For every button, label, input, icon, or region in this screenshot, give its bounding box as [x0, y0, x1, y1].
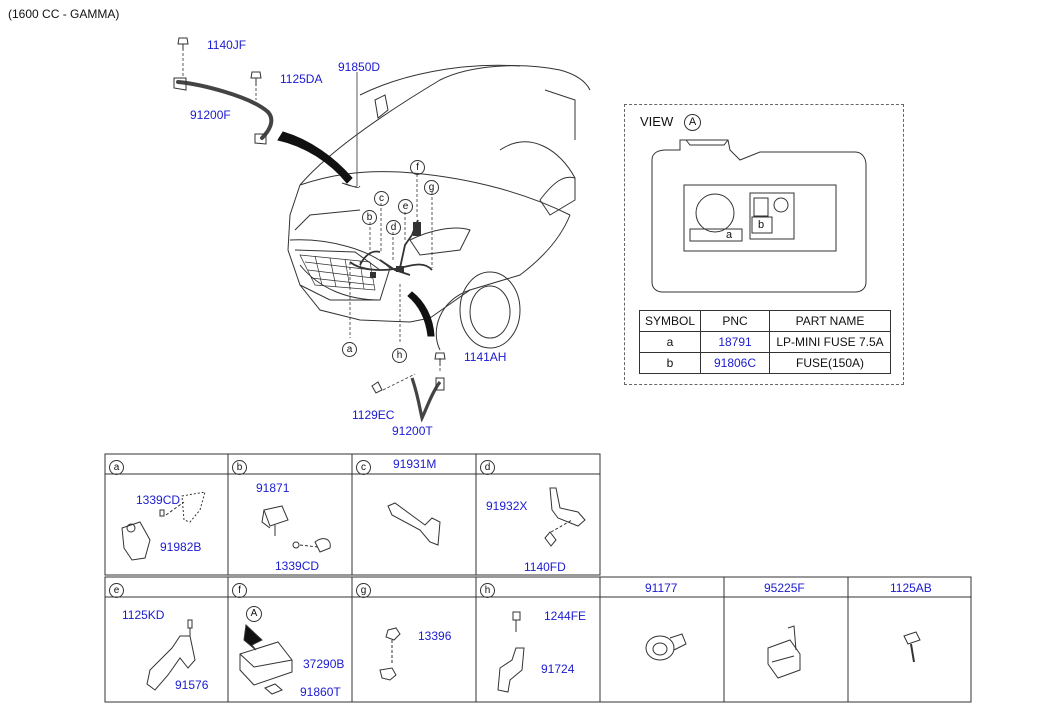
part-label-1140jf[interactable]: 1140JF	[207, 38, 247, 52]
callout-h-letter: h	[392, 348, 407, 363]
grid-letter-c: c	[356, 460, 371, 475]
part-label-95225f[interactable]: 95225F	[764, 581, 805, 595]
callout-c[interactable]: c	[374, 188, 389, 206]
part-label-91850d[interactable]: 91850D	[338, 60, 381, 74]
view-a-panel	[624, 104, 904, 385]
grid-cell-g-letter: g	[356, 580, 371, 598]
callout-e-letter: e	[398, 199, 413, 214]
part-label-1339cd[interactable]: 1339CD	[136, 493, 181, 507]
vehicle-outline	[287, 64, 591, 351]
grid-cell-d-letter: d	[480, 457, 495, 475]
grid-letter-e: e	[109, 583, 124, 598]
grid-letter-f: f	[232, 583, 247, 598]
view-marker-letter: A	[684, 114, 701, 131]
view-title: VIEW	[640, 114, 674, 129]
part-label-13396[interactable]: 13396	[418, 629, 452, 643]
callout-c-letter: c	[374, 191, 389, 206]
fuse-a-label: a	[726, 229, 733, 241]
table-header-row: SYMBOL PNC PART NAME	[639, 310, 891, 332]
row-pnc[interactable]: 18791	[700, 331, 770, 353]
grid-cell-h-letter: h	[480, 580, 495, 598]
part-label-37290b[interactable]: 37290B	[303, 657, 345, 671]
part-label-91931m[interactable]: 91931M	[393, 457, 437, 471]
part-label-1244fe[interactable]: 1244FE	[544, 609, 587, 623]
callout-b-letter: b	[362, 210, 377, 225]
grid-letter-b: b	[232, 460, 247, 475]
fuse-box-view-a	[651, 139, 867, 293]
part-label-1339cd-b[interactable]: 1339CD	[275, 559, 320, 573]
callout-f-letter: f	[410, 160, 425, 175]
part-label-91200f[interactable]: 91200F	[190, 108, 231, 122]
callout-g-letter: g	[424, 180, 439, 195]
callout-b[interactable]: b	[362, 207, 377, 225]
row-symbol: b	[639, 352, 701, 374]
callout-a[interactable]: a	[342, 339, 357, 357]
fuse-parts-table: SYMBOL PNC PART NAME a 18791 LP-MINI FUS…	[639, 310, 891, 374]
table-row: a 18791 LP-MINI FUSE 7.5A	[639, 331, 891, 353]
view-marker: A	[684, 112, 701, 131]
grid-cell-c-letter: c	[356, 457, 371, 475]
grid-cell-e-letter: e	[109, 580, 124, 598]
row-part-name: FUSE(150A)	[769, 352, 891, 374]
part-label-1129ec[interactable]: 1129EC	[352, 408, 395, 422]
part-label-91177[interactable]: 91177	[645, 581, 678, 595]
page-title: (1600 CC - GAMMA)	[8, 7, 120, 21]
grid-cell-f-letter: f	[232, 580, 247, 598]
row-symbol: a	[639, 331, 701, 353]
part-label-1140fd[interactable]: 1140FD	[524, 560, 566, 574]
row-pnc[interactable]: 91806C	[700, 352, 770, 374]
col-part-name: PART NAME	[769, 310, 891, 332]
table-row: b 91806C FUSE(150A)	[639, 352, 891, 374]
grid-letter-d: d	[480, 460, 495, 475]
view-a-marker-f: A	[246, 603, 262, 622]
part-label-91860t[interactable]: 91860T	[300, 685, 341, 699]
part-label-91932x[interactable]: 91932X	[486, 499, 528, 513]
callout-e[interactable]: e	[398, 196, 413, 214]
grid-part-sketches	[121, 487, 921, 695]
callout-f[interactable]: f	[410, 157, 425, 175]
battery-cable-91200f	[176, 80, 274, 140]
part-label-91982b[interactable]: 91982B	[160, 540, 202, 554]
part-label-91576[interactable]: 91576	[175, 678, 209, 692]
part-label-91200t[interactable]: 91200T	[392, 424, 433, 438]
grid-marker-a: A	[246, 606, 262, 622]
grid-letter-g: g	[356, 583, 371, 598]
part-label-1125kd[interactable]: 1125KD	[122, 608, 165, 622]
leader-lines	[182, 48, 441, 391]
grid-cell-a-letter: a	[109, 457, 124, 475]
part-label-91724[interactable]: 91724	[541, 662, 575, 676]
grid-letter-a: a	[109, 460, 124, 475]
callout-d-letter: d	[386, 220, 401, 235]
callout-h[interactable]: h	[392, 345, 407, 363]
callout-d[interactable]: d	[386, 217, 401, 235]
col-pnc: PNC	[700, 310, 770, 332]
row-part-name: LP-MINI FUSE 7.5A	[769, 331, 891, 353]
col-symbol: SYMBOL	[639, 310, 701, 332]
part-label-91871[interactable]: 91871	[256, 481, 290, 495]
fuse-b-label: b	[758, 219, 765, 231]
callout-a-letter: a	[342, 342, 357, 357]
grid-cell-b-letter: b	[232, 457, 247, 475]
part-label-1125ab[interactable]: 1125AB	[890, 581, 932, 595]
callout-g[interactable]: g	[424, 177, 439, 195]
part-label-1125da[interactable]: 1125DA	[280, 72, 323, 86]
part-label-1141ah[interactable]: 1141AH	[464, 350, 507, 364]
bolt-icons	[177, 37, 446, 394]
parts-grid-lines	[104, 453, 972, 703]
grid-letter-h: h	[480, 583, 495, 598]
